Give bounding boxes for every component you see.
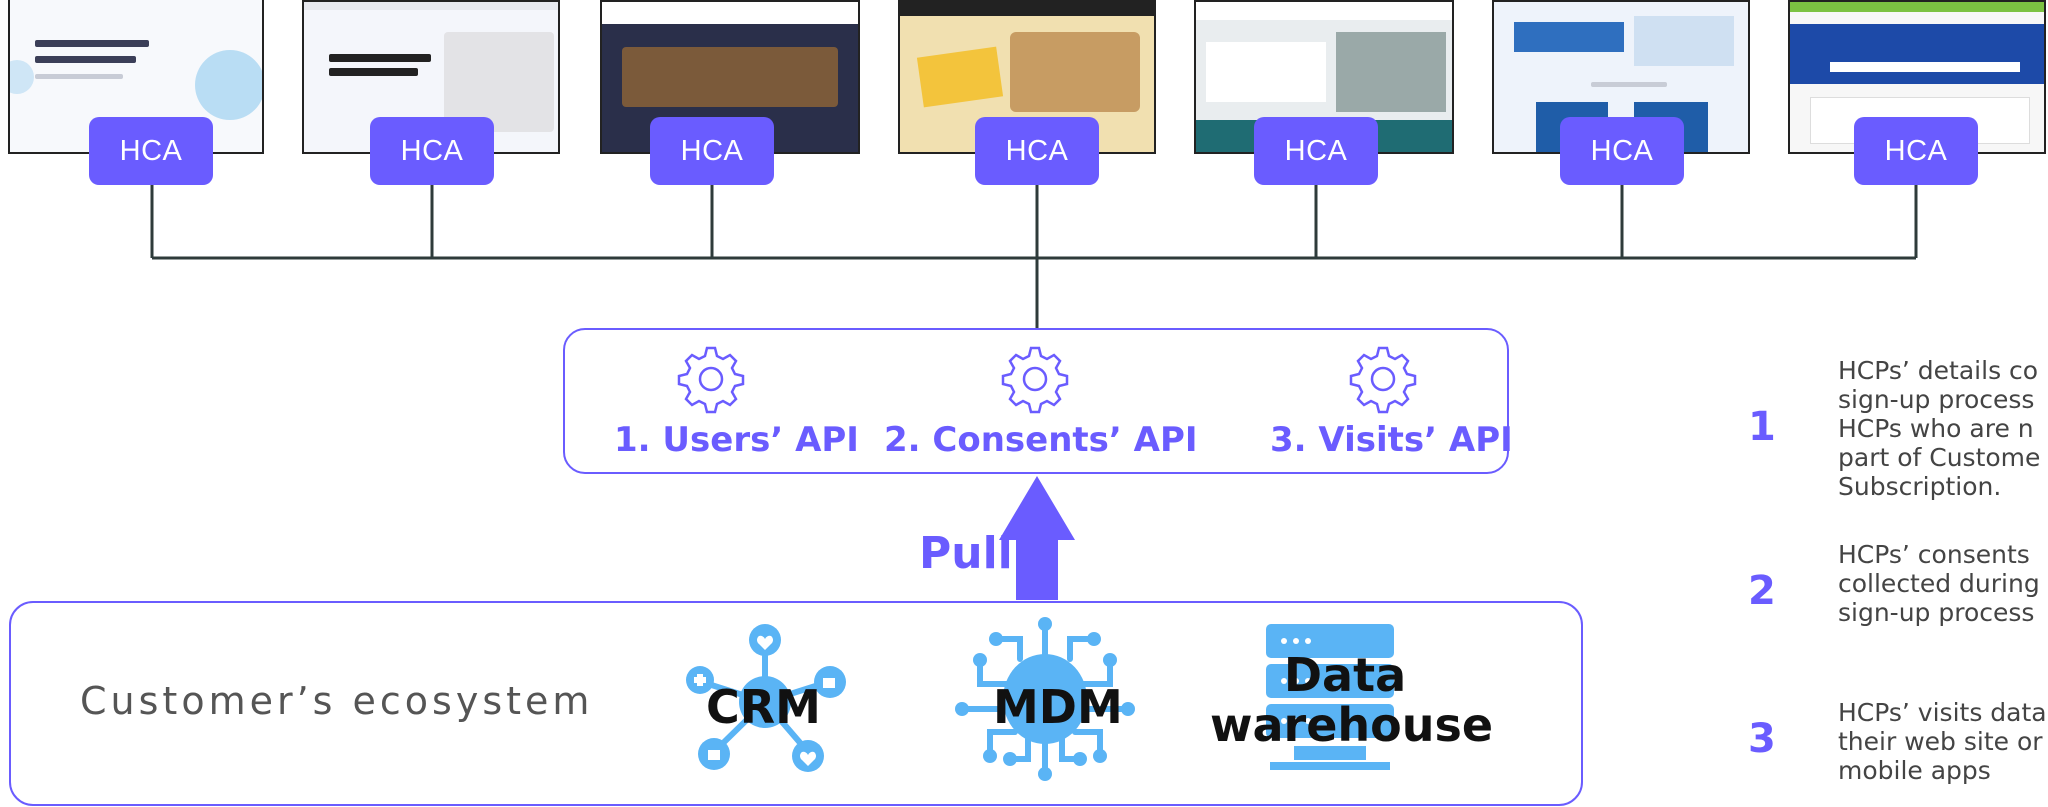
hca-badge-7: HCA	[1854, 117, 1978, 185]
gear-icon	[677, 346, 745, 414]
consents-api-label: 2. Consents’ API	[884, 420, 1198, 460]
legend-number-3: 3	[1748, 716, 1776, 762]
users-api-label: 1. Users’ API	[614, 420, 859, 460]
circuit-brain-icon	[955, 617, 1135, 781]
legend-text-2: HCPs’ consents collected during sign-up …	[1838, 540, 2040, 627]
hca-badge-6: HCA	[1560, 117, 1684, 185]
legend-number-1: 1	[1748, 404, 1776, 450]
legend-text-3: HCPs’ visits data their web site or mobi…	[1838, 698, 2047, 785]
api-panel	[563, 328, 1509, 474]
hca-badge-1: HCA	[89, 117, 213, 185]
website-thumbnail-7	[1788, 0, 2046, 154]
crm-label: CRM	[706, 680, 821, 734]
customer-ecosystem-label: Customer’s ecosystem	[80, 679, 594, 723]
mdm-label: MDM	[993, 680, 1123, 734]
hca-badge-3: HCA	[650, 117, 774, 185]
pull-label: Pull	[919, 528, 1013, 579]
network-hub-icon	[686, 624, 846, 772]
data-warehouse-label-text: Data warehouse	[1210, 648, 1494, 752]
customer-ecosystem-panel	[9, 601, 1583, 806]
legend-text-1: HCPs’ details co sign-up process HCPs wh…	[1838, 356, 2041, 501]
hca-badge-5: HCA	[1254, 117, 1378, 185]
gear-icon	[1001, 346, 1069, 414]
gear-icon	[1349, 346, 1417, 414]
legend-number-2: 2	[1748, 568, 1776, 614]
hca-badge-2: HCA	[370, 117, 494, 185]
hca-badge-4: HCA	[975, 117, 1099, 185]
pull-arrow	[999, 476, 1075, 600]
server-stack-icon	[1266, 624, 1394, 770]
visits-api-label: 3. Visits’ API	[1270, 420, 1513, 460]
data-warehouse-label: Data warehouse	[1210, 650, 1493, 750]
